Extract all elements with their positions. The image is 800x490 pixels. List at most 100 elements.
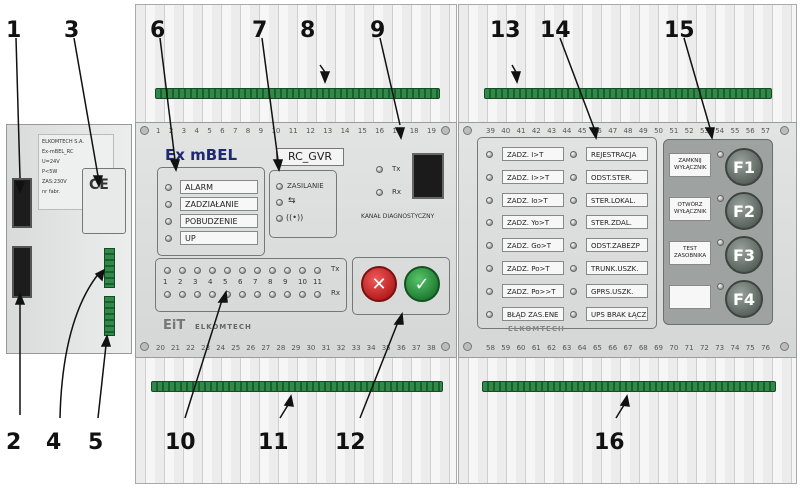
alarm-led <box>570 173 577 181</box>
side-label-line: U=24V <box>42 159 60 165</box>
callout-13: 13 <box>490 18 521 43</box>
alarm-led <box>486 310 493 318</box>
alarm-label: ZADZ. I>T <box>502 147 564 161</box>
terminal-block-top-right <box>484 88 772 99</box>
function-key-led <box>717 151 724 158</box>
rj45-port[interactable] <box>412 153 444 199</box>
alarm-led <box>486 173 493 181</box>
io-led-grid <box>155 258 347 312</box>
terminal-number: 11 <box>288 127 298 135</box>
io-led-rx <box>269 291 276 298</box>
side-label-line: nr fabr. <box>42 189 60 195</box>
terminal-number: 51 <box>669 127 679 135</box>
function-key-led <box>717 239 724 246</box>
terminal-number: 28 <box>276 344 286 352</box>
terminal-number: 50 <box>654 127 664 135</box>
link-icon: ⇆ <box>288 196 296 206</box>
terminal-number: 60 <box>516 344 526 352</box>
io-label-tx: Tx <box>331 265 340 273</box>
screw <box>441 126 450 135</box>
function-key-f3[interactable]: F3 <box>725 236 763 274</box>
io-channel-number: 6 <box>238 278 243 286</box>
terminal-number: 71 <box>684 344 694 352</box>
terminal-number: 59 <box>501 344 511 352</box>
terminal-number: 31 <box>321 344 331 352</box>
cancel-button[interactable]: ✕ <box>361 266 397 302</box>
terminal-number: 29 <box>291 344 301 352</box>
maker-logo: ELKOMTECH <box>195 323 252 331</box>
terminal-number: 73 <box>715 344 725 352</box>
io-channel-number: 5 <box>223 278 228 286</box>
maker-logo-mark: EiT <box>163 318 186 333</box>
io-led-tx <box>224 267 231 274</box>
terminal-number: 45 <box>577 127 587 135</box>
io-led-tx <box>209 267 216 274</box>
io-led-rx <box>239 291 246 298</box>
alarm-label: ZADZ. Go>T <box>502 238 564 253</box>
io-channel-number: 11 <box>313 278 322 286</box>
alarm-led <box>570 151 577 158</box>
terminal-number: 74 <box>730 344 740 352</box>
led-radio <box>276 215 283 222</box>
alarm-led <box>486 219 493 227</box>
terminal-number: 56 <box>745 127 755 135</box>
callout-1: 1 <box>6 18 22 43</box>
alarm-label: ODST.STER. <box>586 169 648 184</box>
function-key-led <box>717 283 724 290</box>
terminal-number: 32 <box>336 344 346 352</box>
io-led-tx <box>164 267 171 274</box>
terminal-number: 12 <box>306 127 315 135</box>
model-label: RC_GVR <box>276 148 344 166</box>
side-terminal-lower <box>104 296 115 336</box>
io-led-rx <box>164 291 171 298</box>
terminal-number: 5 <box>207 127 212 135</box>
terminal-number: 18 <box>409 127 419 135</box>
terminal-number: 63 <box>562 344 572 352</box>
io-led-tx <box>269 267 276 274</box>
screw <box>140 342 149 351</box>
io-led-tx <box>179 267 186 274</box>
terminal-number: 55 <box>730 127 740 135</box>
led-link <box>276 199 283 206</box>
led-alarm <box>165 184 172 191</box>
bottom-housing-right <box>458 357 797 484</box>
terminal-number: 24 <box>216 344 226 352</box>
screw <box>463 126 472 135</box>
terminal-number: 7 <box>232 127 238 135</box>
side-label-line: ZAS:230V <box>42 179 67 185</box>
function-key-f1[interactable]: F1 <box>725 148 763 186</box>
ok-button[interactable]: ✓ <box>404 266 440 302</box>
terminal-number: 10 <box>271 127 281 135</box>
terminal-block-bottom-right <box>482 381 776 392</box>
alarm-led <box>570 265 577 272</box>
io-led-rx <box>314 291 321 298</box>
terminal-number: 9 <box>258 127 264 135</box>
terminal-number: 53 <box>699 127 709 135</box>
terminal-number: 62 <box>547 344 557 352</box>
terminal-number: 43 <box>547 127 557 135</box>
function-key-f2[interactable]: F2 <box>725 192 763 230</box>
alarm-led <box>486 265 493 272</box>
terminal-number: 21 <box>171 344 180 352</box>
label-alarm: ALARM <box>180 180 258 194</box>
alarm-led <box>486 287 493 295</box>
io-led-tx <box>194 267 201 274</box>
terminal-number: 72 <box>699 344 709 352</box>
alarm-led <box>570 310 577 318</box>
callout-4: 4 <box>46 430 62 455</box>
terminal-number: 14 <box>340 127 350 135</box>
terminal-number: 13 <box>323 127 333 135</box>
alarm-led <box>570 196 577 204</box>
terminal-number: 47 <box>608 127 618 135</box>
led-pobudzenie <box>165 218 172 225</box>
screw <box>441 342 450 351</box>
function-key-f4[interactable]: F4 <box>725 280 763 318</box>
io-led-rx <box>284 291 291 298</box>
terminal-number: 42 <box>531 127 541 135</box>
terminal-number: 4 <box>194 127 199 135</box>
terminal-number: 69 <box>654 344 664 352</box>
